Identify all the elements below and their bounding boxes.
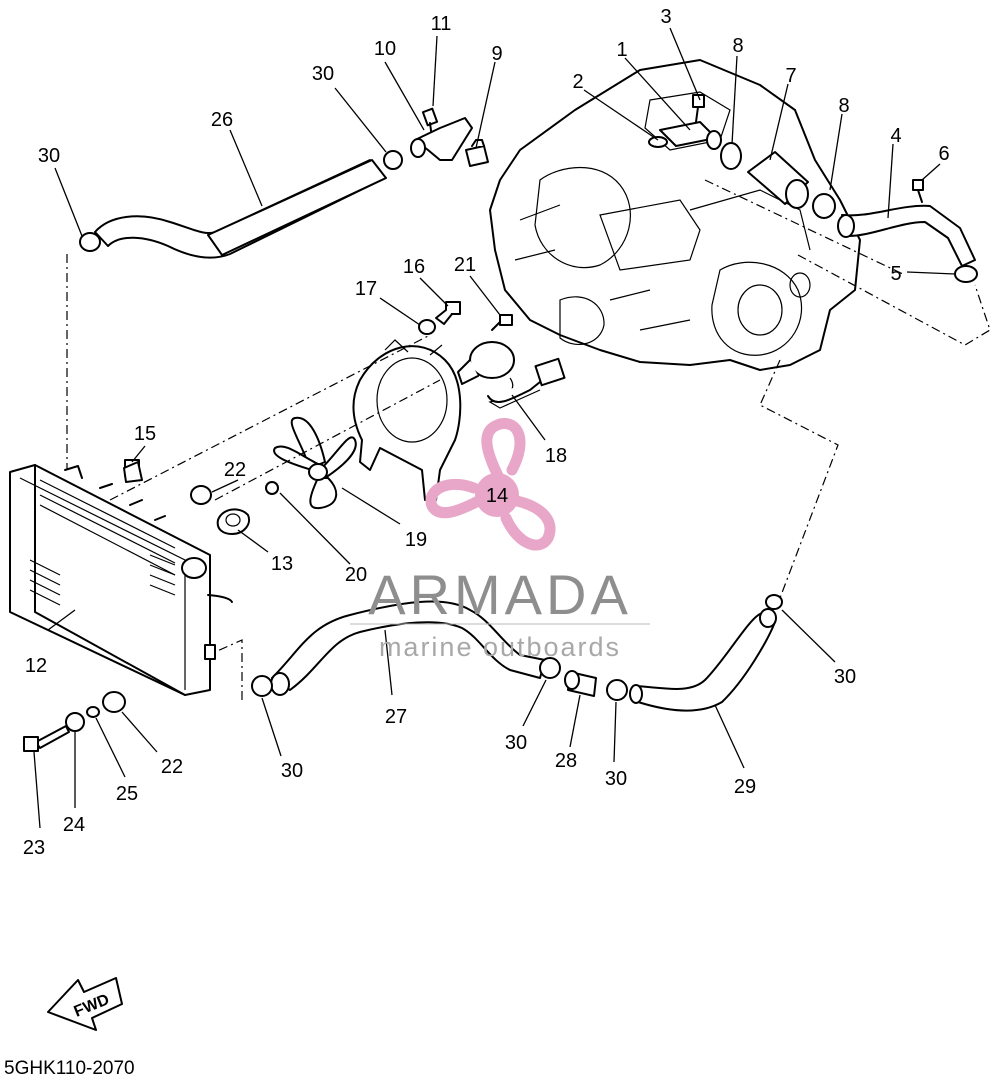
callout-30f: 30: [834, 666, 856, 688]
clamp-30-upper-left: [79, 232, 101, 252]
hose-7: [747, 151, 809, 209]
callout-8b: 8: [838, 95, 849, 117]
callout-12: 12: [25, 655, 47, 677]
callout-23: 23: [23, 837, 45, 859]
armada-swirl-icon: [425, 418, 556, 551]
callout-28: 28: [555, 750, 577, 772]
watermark-logo: ARMADA marine outboards: [350, 418, 650, 662]
bolt-16: [435, 301, 461, 325]
hose-26: [94, 159, 387, 259]
callout-30c: 30: [281, 760, 303, 782]
o-ring-2: [648, 136, 668, 148]
callout-20: 20: [345, 564, 367, 586]
clamp-30-hose27: [251, 675, 273, 697]
bolt-6: [912, 179, 924, 203]
watermark-tagline: marine outboards: [379, 632, 621, 662]
callout-4: 4: [890, 125, 901, 147]
callout-29: 29: [734, 776, 756, 798]
fwd-arrow-icon: FWD: [47, 977, 123, 1031]
bolt-23: [23, 725, 70, 752]
radiator-12: [9, 459, 233, 696]
watermark-brand: ARMADA: [368, 563, 632, 626]
washer-24: [65, 712, 85, 732]
clamp-8b: [812, 193, 836, 219]
fan-shroud: [352, 339, 462, 501]
nut-20: [265, 481, 279, 495]
callout-13: 13: [271, 553, 293, 575]
callout-8a: 8: [732, 35, 743, 57]
callout-16: 16: [403, 256, 425, 278]
bracket-15: [123, 461, 143, 483]
callout-30d: 30: [505, 732, 527, 754]
callout-25: 25: [116, 783, 138, 805]
callout-15: 15: [134, 423, 156, 445]
callout-10: 10: [374, 38, 396, 60]
pipe-1: [659, 121, 722, 150]
callout-24: 24: [63, 814, 85, 836]
callout-26: 26: [211, 109, 233, 131]
assembly-lines: [66, 179, 991, 700]
washer-17: [418, 319, 436, 335]
thermo-switch-9: [465, 139, 489, 167]
joint-28: [564, 670, 597, 697]
collar-25: [86, 706, 100, 718]
armada-logo-center: [475, 473, 519, 517]
leader-lines: [33, 27, 956, 829]
callout-6: 6: [938, 143, 949, 165]
callout-2: 2: [572, 71, 583, 93]
fan-lead-18: [487, 357, 566, 404]
callout-27: 27: [385, 706, 407, 728]
engine-block: [489, 59, 861, 371]
callout-22b: 22: [161, 756, 183, 778]
o-ring-5: [954, 265, 978, 283]
fan-motor: [457, 341, 541, 409]
callout-30e: 30: [605, 768, 627, 790]
callout-labels: 1 2 3 4 5 6 7 8 8 9 10 11 12 13 14 15 16…: [23, 6, 950, 859]
clamp-30-center: [539, 657, 561, 679]
callout-14: 14: [486, 485, 508, 507]
callout-17: 17: [355, 278, 377, 300]
callout-30b: 30: [312, 63, 334, 85]
pipe-4: [837, 204, 976, 267]
grommet-22-upper: [190, 485, 212, 505]
clamp-30-upper-right: [383, 150, 403, 170]
clamp-8a: [720, 142, 742, 170]
clamp-30-right: [606, 679, 628, 701]
hose-29: [629, 608, 777, 712]
thermostat-cover-10: [410, 117, 473, 161]
radiator-cap-13: [216, 508, 250, 535]
callout-30a: 30: [38, 145, 60, 167]
callout-19: 19: [405, 529, 427, 551]
clamp-30-lower-right: [765, 594, 783, 610]
callout-1: 1: [616, 39, 627, 61]
callout-7: 7: [785, 65, 796, 87]
bolt-21: [491, 314, 513, 331]
grommet-22-lower: [102, 691, 126, 713]
callout-22a: 22: [224, 459, 246, 481]
callout-3: 3: [660, 6, 671, 28]
callout-18: 18: [545, 445, 567, 467]
callout-11: 11: [431, 13, 452, 35]
fan-blade-19: [273, 416, 357, 510]
diagram-code: 5GHK110-2070: [4, 1058, 135, 1079]
callout-9: 9: [491, 43, 502, 65]
callout-5: 5: [890, 263, 901, 285]
callout-21: 21: [454, 254, 476, 276]
